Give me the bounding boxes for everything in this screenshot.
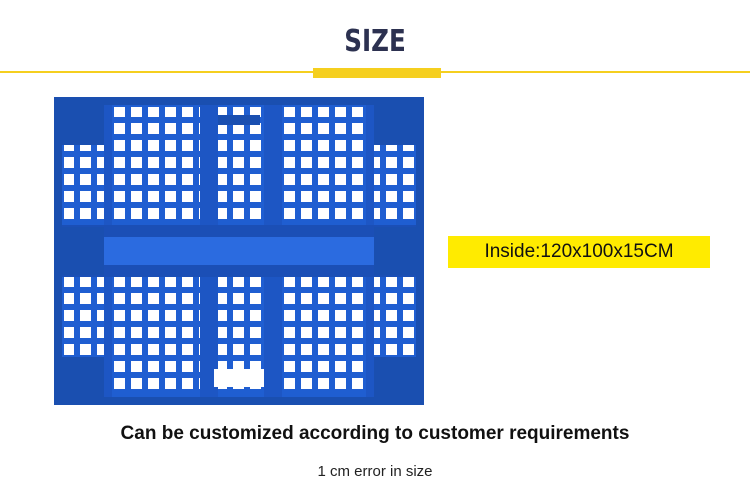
section-title: SIZE (344, 24, 406, 59)
dimension-label: Inside:120x100x15CM (448, 236, 710, 268)
plastic-pallet-icon (54, 97, 424, 405)
customization-headline: Can be customized according to customer … (120, 423, 630, 444)
title-underline-bar (313, 68, 441, 78)
size-tolerance-note: 1 cm error in size (317, 463, 433, 480)
